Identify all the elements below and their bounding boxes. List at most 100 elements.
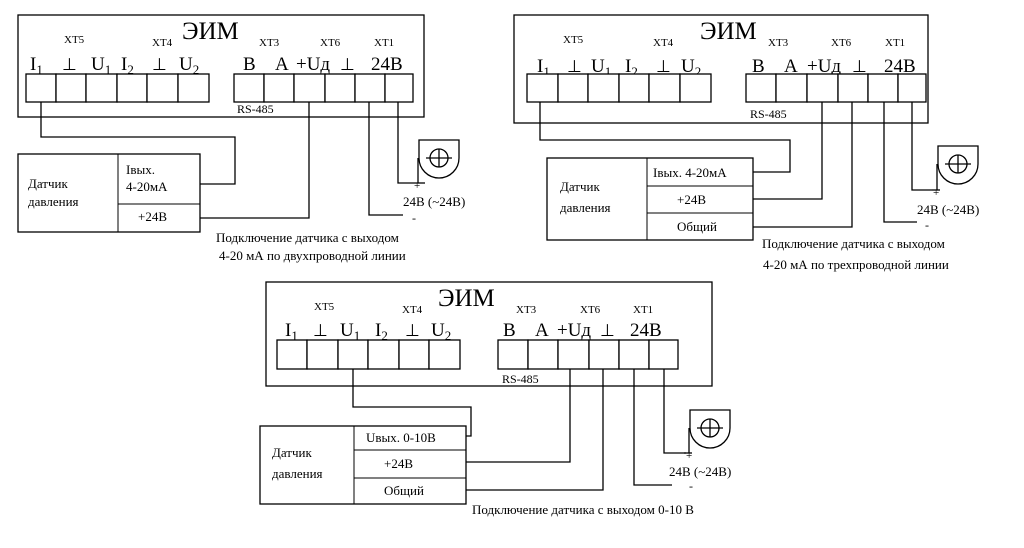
connector-xt6-label: XT6 xyxy=(320,37,341,49)
terminal-u1-label: U1 xyxy=(591,56,611,79)
sensor-label-line1: Датчик xyxy=(28,176,68,191)
terminal-24v-label: 24В xyxy=(630,320,662,341)
terminal-ground-label: ⊥ xyxy=(567,57,582,76)
terminal-a-label: A xyxy=(535,320,549,341)
terminal-i1-label: I1 xyxy=(537,56,550,79)
supply-minus: - xyxy=(689,479,693,493)
terminal-u2-label: U2 xyxy=(179,54,199,77)
terminal-u1-label: U1 xyxy=(340,320,360,343)
terminal-ground-label: ⊥ xyxy=(313,321,328,340)
sensor-row-1: Iвых. 4-20мА xyxy=(653,165,727,180)
terminal-24v-label: 24В xyxy=(371,54,403,75)
terminal-i2-label: I2 xyxy=(375,320,388,343)
sensor-row-3: Общий xyxy=(384,483,424,498)
sensor-row-2: 4-20мА xyxy=(126,179,168,194)
caption-line2: 4-20 мА по двухпроводной линии xyxy=(219,248,406,263)
terminal-ground-label: ⊥ xyxy=(152,55,167,74)
terminal-block-right xyxy=(745,73,927,103)
terminal-b-label: B xyxy=(243,54,256,75)
terminal-ud-label: +Uд xyxy=(557,320,591,341)
terminal-ground-label: ⊥ xyxy=(62,55,77,74)
eim-device-box xyxy=(513,14,929,124)
terminal-b-label: B xyxy=(503,320,516,341)
wires xyxy=(539,102,932,228)
device-title: ЭИМ xyxy=(438,285,495,312)
terminal-block-right xyxy=(497,339,679,370)
sensor-row-3: +24В xyxy=(138,209,167,224)
terminal-a-label: A xyxy=(784,56,798,77)
connector-xt3-label: XT3 xyxy=(768,37,789,49)
diagram-voltage-output: ЭИМ XT5 XT4 XT3 XT6 XT1 I1 ⊥ U1 I2 ⊥ U2 … xyxy=(259,281,731,517)
connector-xt1-label: XT1 xyxy=(374,37,394,49)
rs485-label: RS-485 xyxy=(502,372,539,386)
supply-label: 24В (~24В) xyxy=(917,202,979,217)
pressure-sensor-box: Датчик давления Iвых. 4-20мА +24В Общий xyxy=(546,157,754,241)
terminal-block-left xyxy=(276,339,461,370)
terminal-labels: I1 ⊥ U1 I2 ⊥ U2 B A +Uд ⊥ 24В xyxy=(285,320,662,343)
power-supply-icon xyxy=(417,139,460,184)
connector-xt1-label: XT1 xyxy=(885,37,905,49)
power-supply-icon xyxy=(932,145,979,191)
terminal-i1-label: I1 xyxy=(30,54,43,77)
terminal-ground-label: ⊥ xyxy=(656,57,671,76)
sensor-row-2: +24В xyxy=(384,456,413,471)
terminal-i2-label: I2 xyxy=(121,54,134,77)
diagram-three-wire: ЭИМ XT5 XT4 XT3 XT6 XT1 I1 ⊥ U1 I2 ⊥ U2 … xyxy=(513,14,979,272)
connector-xt1-label: XT1 xyxy=(633,304,653,316)
power-supply-icon xyxy=(684,409,731,454)
sensor-row-1: Uвых. 0-10В xyxy=(366,430,436,445)
terminal-u2-label: U2 xyxy=(681,56,701,79)
connector-xt3-label: XT3 xyxy=(259,37,280,49)
caption-line1: Подключение датчика с выходом xyxy=(216,230,399,245)
terminal-a-label: A xyxy=(275,54,289,75)
wires xyxy=(352,369,686,491)
connector-xt4-label: XT4 xyxy=(152,37,173,49)
sensor-label-line2: давления xyxy=(272,466,323,481)
terminal-b-label: B xyxy=(752,56,765,77)
connector-xt6-label: XT6 xyxy=(580,304,601,316)
device-title: ЭИМ xyxy=(182,18,239,45)
terminal-ground-label: ⊥ xyxy=(600,321,615,340)
supply-minus: - xyxy=(925,218,929,232)
device-title: ЭИМ xyxy=(700,18,757,45)
terminal-i1-label: I1 xyxy=(285,320,298,343)
supply-plus: + xyxy=(414,180,420,192)
terminal-labels: I1 ⊥ U1 I2 ⊥ U2 B A +Uд ⊥ 24В xyxy=(30,54,403,77)
connector-xt3-label: XT3 xyxy=(516,304,537,316)
sensor-row-1: Iвых. xyxy=(126,162,155,177)
connector-xt5-label: XT5 xyxy=(314,301,335,313)
sensor-label-line1: Датчик xyxy=(272,445,312,460)
rs485-label: RS-485 xyxy=(750,107,787,121)
connector-xt4-label: XT4 xyxy=(653,37,674,49)
terminal-u2-label: U2 xyxy=(431,320,451,343)
sensor-row-2: +24В xyxy=(677,192,706,207)
connector-xt6-label: XT6 xyxy=(831,37,852,49)
connector-xt4-label: XT4 xyxy=(402,304,423,316)
connector-xt5-label: XT5 xyxy=(563,34,584,46)
terminal-ud-label: +Uд xyxy=(807,56,841,77)
terminal-block-left xyxy=(526,73,712,103)
caption-line2: 4-20 мА по трехпроводной линии xyxy=(763,257,949,272)
terminal-i2-label: I2 xyxy=(625,56,638,79)
wires xyxy=(40,102,418,219)
pressure-sensor-box: Датчик давления Iвых. 4-20мА +24В xyxy=(17,153,201,233)
rs485-label: RS-485 xyxy=(237,102,274,116)
terminal-ud-label: +Uд xyxy=(296,54,330,75)
terminal-ground-label: ⊥ xyxy=(340,55,355,74)
sensor-label-line2: давления xyxy=(560,200,611,215)
caption-line1: Подключение датчика с выходом 0-10 В xyxy=(472,502,694,517)
sensor-label-line2: давления xyxy=(28,194,79,209)
pressure-sensor-box: Датчик давления Uвых. 0-10В +24В Общий xyxy=(259,425,467,505)
sensor-row-3: Общий xyxy=(677,219,717,234)
terminal-24v-label: 24В xyxy=(884,56,916,77)
terminal-ground-label: ⊥ xyxy=(405,321,420,340)
diagram-two-wire: ЭИМ XT5 XT4 XT3 XT6 XT1 I1 ⊥ U1 I2 ⊥ U2 … xyxy=(17,14,465,263)
terminal-u1-label: U1 xyxy=(91,54,111,77)
supply-plus: + xyxy=(686,450,692,462)
supply-label: 24В (~24В) xyxy=(403,194,465,209)
supply-minus: - xyxy=(412,211,416,225)
terminal-block-right xyxy=(233,73,414,103)
terminal-labels: I1 ⊥ U1 I2 ⊥ U2 B A +Uд ⊥ 24В xyxy=(537,56,916,79)
